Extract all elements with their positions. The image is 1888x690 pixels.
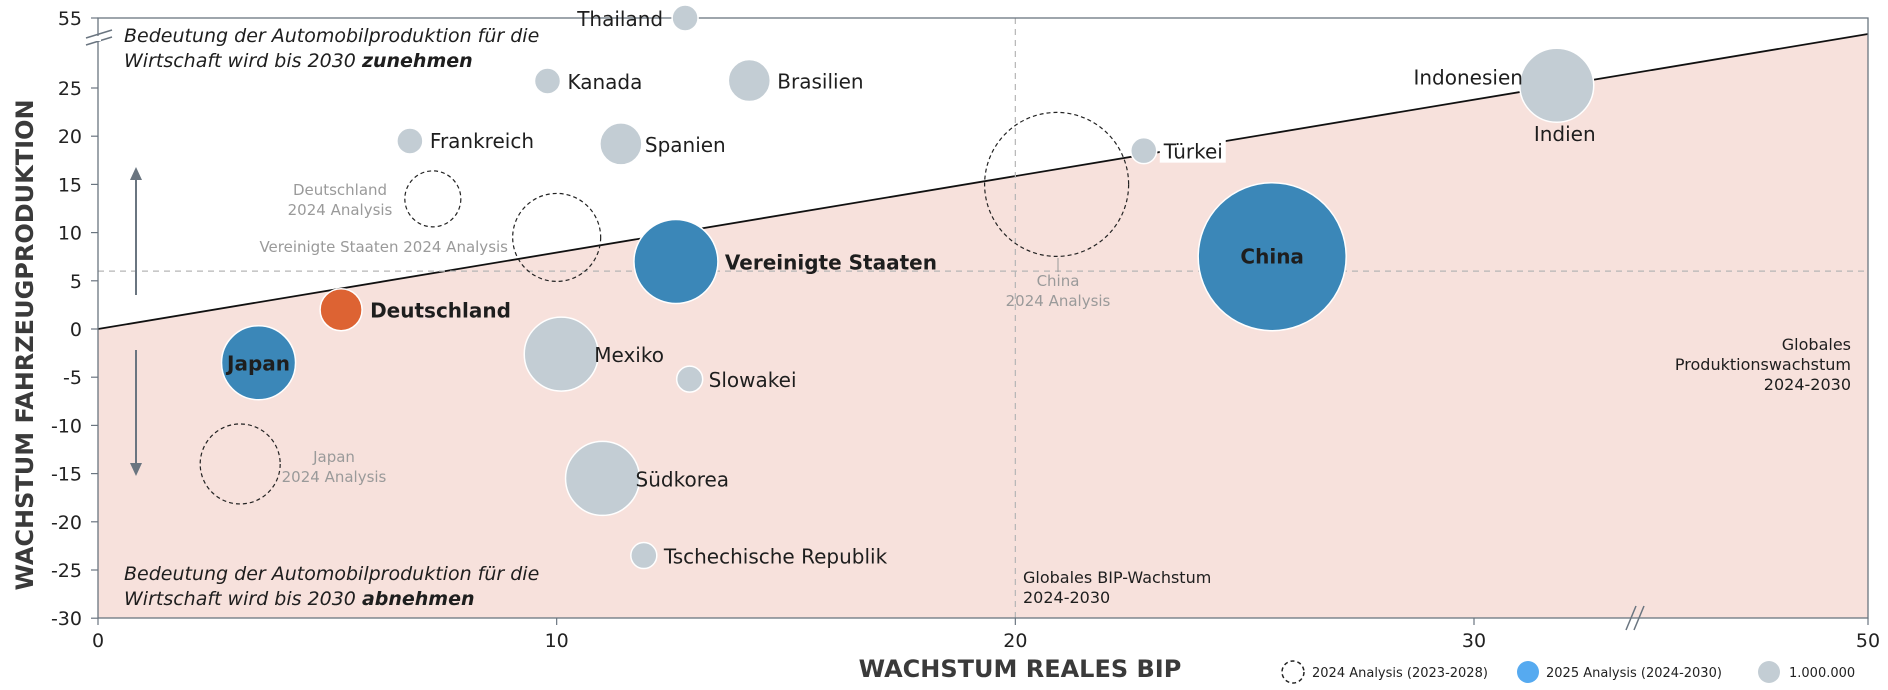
y-tick-label: 25 bbox=[58, 78, 82, 100]
y-axis-title: WACHSTUM FAHRZEUGPRODUKTION bbox=[11, 99, 39, 590]
analysis-2024-label: China bbox=[1037, 272, 1080, 290]
y-tick-label: 15 bbox=[58, 174, 82, 196]
y-tick-label: -15 bbox=[51, 464, 82, 486]
x-tick-label: 30 bbox=[1462, 630, 1486, 652]
bubble-slowakei bbox=[675, 365, 704, 393]
y-tick-label: -25 bbox=[51, 560, 82, 582]
country-label: Mexiko bbox=[594, 343, 664, 367]
x-tick-label: 20 bbox=[1003, 630, 1027, 652]
y-tick-label: 5 bbox=[70, 271, 82, 293]
bubble-spanien bbox=[599, 122, 643, 166]
bubble-kanada bbox=[533, 67, 562, 95]
country-label: Frankreich bbox=[430, 129, 534, 153]
country-label: Tschechische Republik bbox=[663, 545, 888, 569]
bubble-südkorea bbox=[564, 440, 641, 517]
analysis-2024-label: Deutschland bbox=[293, 181, 387, 199]
country-label: Thailand bbox=[576, 7, 663, 31]
bubble-brasilien bbox=[727, 58, 772, 103]
zone-above-line2-text: Wirtschaft wird bis 2030 bbox=[124, 50, 362, 72]
zone-below-line1: Bedeutung der Automobilproduktion für di… bbox=[124, 563, 539, 585]
y-tick-label: -5 bbox=[63, 367, 82, 389]
x-tick-label: 10 bbox=[545, 630, 569, 652]
arrow-down-head bbox=[130, 463, 142, 476]
bubble-deutschland bbox=[319, 287, 363, 332]
zone-above-line2-bold: zunehmen bbox=[361, 50, 473, 72]
country-label: Slowakei bbox=[709, 368, 797, 392]
zone-below-line2: Wirtschaft wird bis 2030 abnehmen bbox=[124, 588, 475, 610]
legend-label-2025: 2025 Analysis (2024-2030) bbox=[1546, 666, 1722, 681]
plot-frame bbox=[97, 17, 1869, 619]
analysis-2024-bubble bbox=[404, 170, 462, 228]
analysis-2024-label: Vereinigte Staaten 2024 Analysis bbox=[259, 238, 508, 256]
country-label: Spanien bbox=[645, 133, 726, 157]
zone-below-line2-text: Wirtschaft wird bis 2030 bbox=[124, 588, 362, 610]
zone-above-line2: Wirtschaft wird bis 2030 zunehmen bbox=[124, 50, 473, 72]
bubble-japan bbox=[220, 324, 297, 401]
y-tick-label: 20 bbox=[58, 126, 82, 148]
legend-blue-marker bbox=[1517, 661, 1539, 683]
y-axis-break-gap bbox=[95, 36, 101, 41]
country-label: Japan bbox=[225, 352, 290, 376]
country-label: Brasilien bbox=[777, 70, 863, 94]
analysis-2024-label: Japan bbox=[312, 448, 355, 466]
bubble-frankreich bbox=[396, 127, 424, 155]
y-tick-label: 55 bbox=[58, 8, 82, 30]
country-label: Türkei bbox=[1163, 140, 1223, 164]
label-backing bbox=[1159, 138, 1226, 163]
bubble-tschechische-republik bbox=[630, 541, 658, 570]
country-label: Südkorea bbox=[636, 467, 730, 491]
bubble-thailand bbox=[671, 4, 699, 32]
gdp-reference-label-line2: 2024-2030 bbox=[1023, 588, 1110, 607]
zone-above-line1: Bedeutung der Automobilproduktion für di… bbox=[124, 25, 539, 47]
country-label: Vereinigte Staaten bbox=[725, 251, 937, 275]
below-zone-shading bbox=[98, 34, 1868, 618]
bubble-vereinigte-staaten bbox=[633, 218, 719, 305]
legend-dashed-marker bbox=[1281, 660, 1305, 684]
background-layer bbox=[98, 18, 1868, 618]
x-tick-label: 0 bbox=[92, 630, 104, 652]
y-tick-label: 10 bbox=[58, 223, 82, 245]
bubble-indien bbox=[1518, 47, 1595, 123]
prod-reference-label-line1: Globales bbox=[1782, 335, 1851, 354]
x-axis-break-mark bbox=[1625, 605, 1637, 631]
legend: 2024 Analysis (2023-2028) 2025 Analysis … bbox=[1281, 660, 1855, 684]
analysis-2024-label: 2024 Analysis bbox=[1006, 292, 1111, 310]
analysis-2024-bubble bbox=[512, 192, 602, 283]
country-label: Indien bbox=[1534, 122, 1596, 146]
y-tick-label: -20 bbox=[51, 512, 82, 534]
y-tick-label: 0 bbox=[70, 319, 82, 341]
country-label: Deutschland bbox=[370, 299, 511, 323]
legend-label-size: 1.000.000 bbox=[1789, 666, 1855, 681]
analysis-2024-bubble bbox=[199, 423, 281, 505]
y-axis-break-mark bbox=[85, 29, 113, 39]
x-axis-title: WACHSTUM REALES BIP bbox=[859, 655, 1182, 683]
x-axis-break-mark bbox=[1633, 605, 1645, 631]
gdp-reference-label-line1: Globales BIP-Wachstum bbox=[1023, 568, 1211, 587]
legend-label-2024: 2024 Analysis (2023-2028) bbox=[1312, 666, 1488, 681]
prod-reference-label-line3: 2024-2030 bbox=[1764, 375, 1851, 394]
country-label: Indonesien bbox=[1413, 65, 1522, 89]
arrow-up-head bbox=[130, 167, 142, 180]
bubble-türkei bbox=[1130, 136, 1158, 165]
analysis-2024-label: 2024 Analysis bbox=[288, 201, 393, 219]
country-label: Kanada bbox=[567, 70, 642, 94]
country-label: China bbox=[1240, 245, 1304, 269]
y-tick-label: -30 bbox=[51, 608, 82, 630]
analysis-2024-bubble bbox=[984, 111, 1130, 257]
x-tick-label: 50 bbox=[1856, 630, 1880, 652]
prod-reference-label-line2: Produktionswachstum bbox=[1675, 355, 1851, 374]
y-tick-label: -10 bbox=[51, 415, 82, 437]
bubble-mexiko bbox=[523, 316, 600, 392]
bubble-china bbox=[1197, 181, 1347, 332]
legend-gray-marker bbox=[1758, 661, 1780, 683]
zone-below-line2-bold: abnehmen bbox=[362, 588, 475, 610]
bubbles-layer bbox=[199, 4, 1595, 570]
analysis-2024-label: 2024 Analysis bbox=[282, 468, 387, 486]
